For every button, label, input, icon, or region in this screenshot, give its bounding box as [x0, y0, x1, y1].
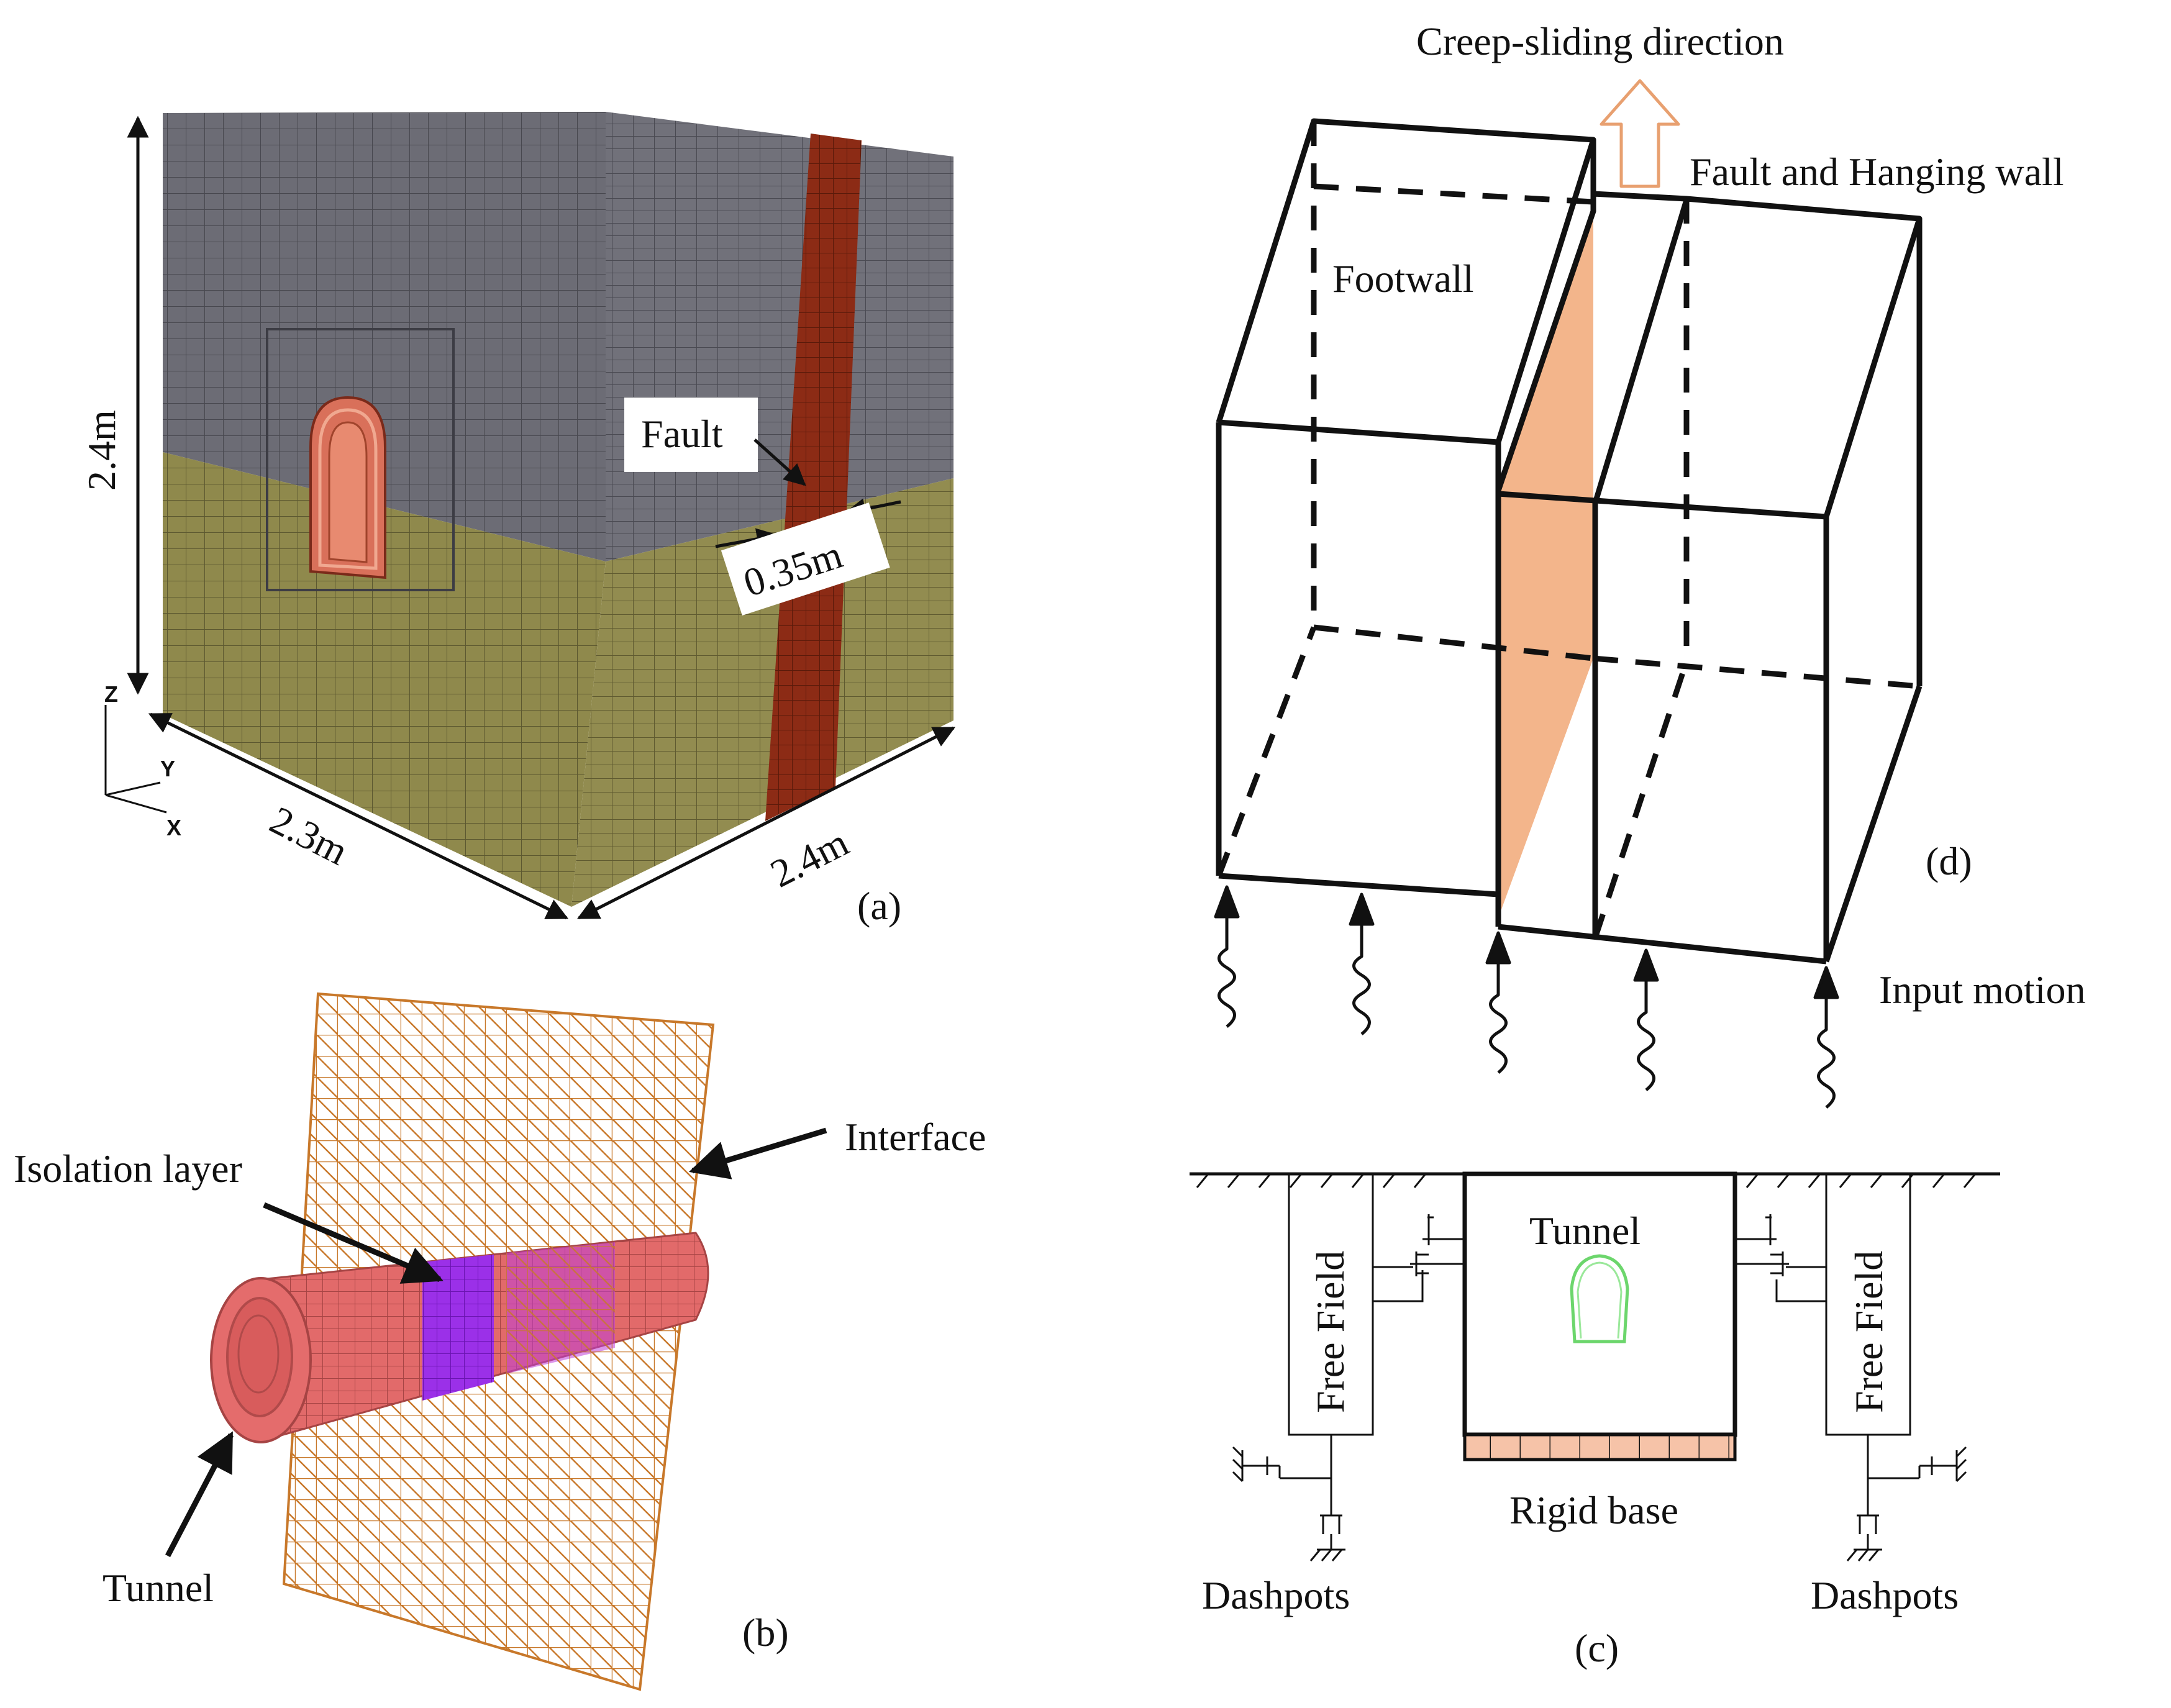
input-motion-arrows	[1214, 885, 1839, 1109]
width-dimension-arrow	[148, 712, 569, 920]
soil-block-front-upper	[163, 112, 606, 561]
tunnel-soil-box	[1462, 1171, 1737, 1437]
axis-x-label: X	[166, 815, 181, 840]
creep-arrow	[1600, 79, 1680, 188]
tunnel-tube	[210, 1232, 709, 1443]
depth-dimension-arrow	[576, 726, 956, 920]
rigid-base	[1463, 1433, 1737, 1461]
panel-d-label: (d)	[1926, 839, 1972, 883]
tunnel-label: Tunnel	[102, 1566, 214, 1610]
free-field-right-label: Free Field	[1847, 1251, 1891, 1413]
fault-label-box	[624, 397, 758, 472]
tunnel-opening	[266, 328, 455, 591]
ground-hatch	[1196, 1173, 1977, 1188]
height-label: 2.4m	[80, 410, 124, 491]
hanging-wall-label: Fault and Hanging wall	[1690, 150, 2064, 194]
fault-band	[765, 134, 862, 821]
footwall-block	[1216, 118, 1596, 897]
depth-label: 2.4m	[763, 820, 855, 896]
fault-plane	[1498, 211, 1593, 918]
axis-triad: Z Y X	[104, 681, 181, 840]
fault-width-label-box	[721, 502, 890, 616]
tunnel-box-label: Tunnel	[1529, 1209, 1641, 1253]
axis-y-label: Y	[160, 756, 175, 781]
panel-a: 2.4m 2.3m 2.4m Fault 0.35m Z Y X (a)	[80, 112, 956, 928]
dashpots-right-label: Dashpots	[1811, 1573, 1959, 1617]
creep-direction-label: Creep-sliding direction	[1416, 19, 1784, 63]
fault-label: Fault	[641, 412, 723, 456]
dashpots-left	[1232, 1214, 1465, 1561]
fault-pointer-arrow	[753, 438, 806, 486]
tunnel-pointer-arrow	[165, 1431, 234, 1558]
interface-label: Interface	[845, 1115, 986, 1159]
dashpots-right	[1735, 1214, 1967, 1561]
panel-d	[1214, 79, 1923, 1109]
tunnel-outline	[1570, 1254, 1629, 1343]
hanging-wall-block	[1495, 191, 1923, 965]
free-field-left-label: Free Field	[1308, 1251, 1352, 1413]
panel-b: Interface Isolation layer Tunnel (b)	[14, 992, 986, 1691]
footwall-label: Footwall	[1332, 257, 1474, 301]
panel-c-label: (c)	[1575, 1626, 1619, 1670]
panel-a-label: (a)	[857, 884, 901, 928]
dashpots-left-label: Dashpots	[1202, 1573, 1350, 1617]
isolation-layer-label: Isolation layer	[14, 1147, 242, 1191]
rigid-base-label: Rigid base	[1509, 1488, 1678, 1532]
panel-c	[1190, 1171, 2000, 1561]
axis-z-label: Z	[104, 681, 118, 707]
input-motion-label: Input motion	[1879, 968, 2085, 1012]
interface-pointer-arrow	[688, 1127, 827, 1179]
isolation-pointer-arrow	[263, 1202, 444, 1284]
panel-b-label: (b)	[742, 1610, 789, 1655]
